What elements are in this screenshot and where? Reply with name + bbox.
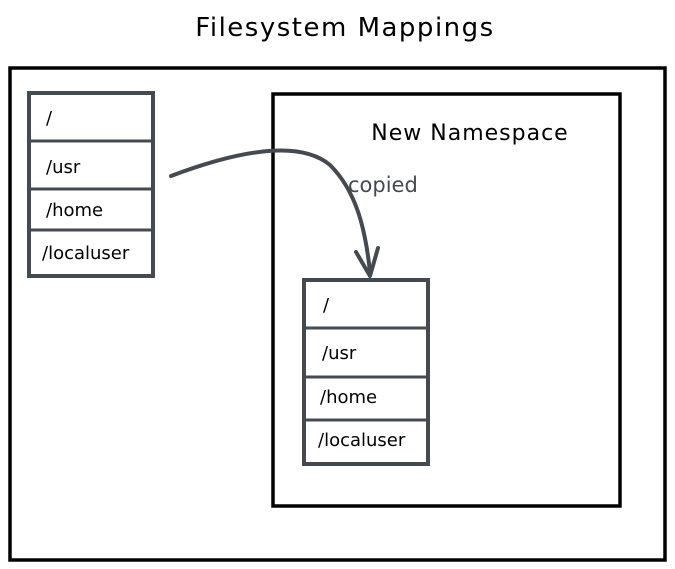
copy-table-border <box>302 278 430 466</box>
arrow-curve <box>169 148 372 274</box>
copied-mount-table: / /usr /home /localuser <box>302 278 430 466</box>
copy-row-home: /home <box>320 387 377 408</box>
source-row-usr: /usr <box>46 157 81 178</box>
source-table-border <box>27 91 155 278</box>
copy-row-usr: /usr <box>322 343 357 364</box>
source-row-localuser: /localuser <box>42 243 130 264</box>
copy-row-localuser: /localuser <box>318 430 406 451</box>
host-frame <box>8 66 667 562</box>
source-row-root: / <box>46 108 53 129</box>
source-row-home: /home <box>46 200 103 221</box>
copy-row-root: / <box>323 295 330 316</box>
arrow-label: copied <box>348 173 418 197</box>
source-mount-table: / /usr /home /localuser <box>27 91 155 278</box>
diagram-title: Filesystem Mappings <box>195 13 494 43</box>
copy-arrow <box>169 148 380 278</box>
namespace-frame <box>271 92 622 508</box>
namespace-label: New Namespace <box>371 121 568 146</box>
arrow-head-icon <box>354 246 380 278</box>
